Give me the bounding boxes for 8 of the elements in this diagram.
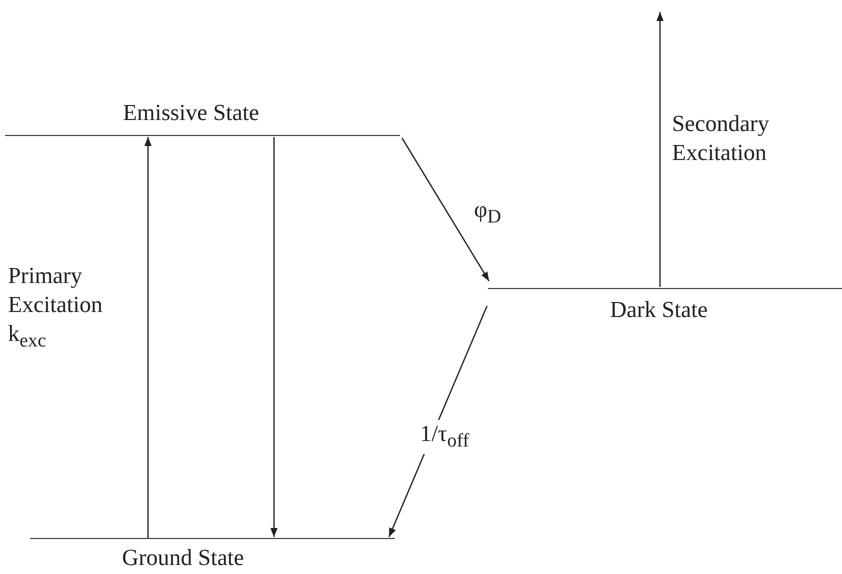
state-label: Ground State [122, 545, 244, 571]
arrow [144, 137, 152, 538]
state-label: Emissive State [123, 100, 260, 126]
state-label: Dark State [610, 297, 708, 323]
arrow [656, 12, 664, 287]
arrow [401, 138, 490, 282]
edge-label: 1/τ$_{off}$ [420, 420, 470, 454]
arrow [270, 137, 278, 537]
